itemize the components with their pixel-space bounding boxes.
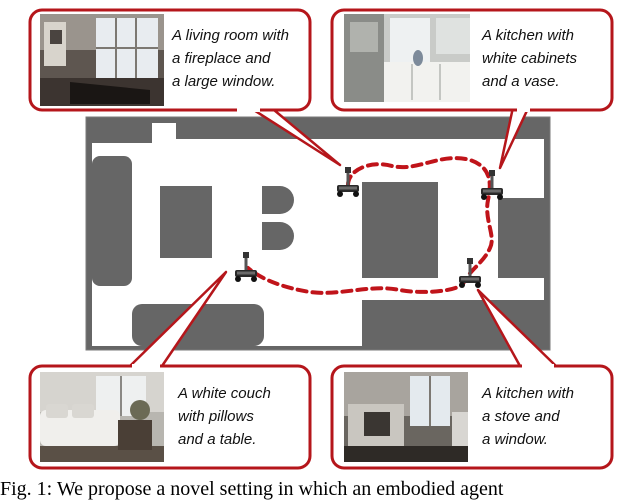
callout-kitchen-stove-line-2: a stove and [482,408,560,425]
robot-kitchen-vase-icon [481,170,503,200]
callout-living-room-line-1: A living room with [171,27,289,44]
callout-kitchen-vase-line-3: and a vase. [482,73,560,90]
living-room-photo [40,14,164,106]
callout-living-room-line-3: a large window. [172,73,275,90]
white-couch-photo [40,372,164,462]
callout-kitchen-vase: A kitchen with white cabinets and a vase. [330,8,614,112]
figure-caption: Fig. 1: We propose a novel setting in wh… [0,478,504,500]
callout-kitchen-vase-line-2: white cabinets [482,50,578,67]
callout-kitchen-vase-line-1: A kitchen with [481,27,574,44]
callout-white-couch-line-1: A white couch [177,385,271,402]
robot-living-room-icon [337,167,359,197]
callout-kitchen-stove: A kitchen with a stove and a window. [330,364,614,470]
callout-kitchen-stove-line-3: a window. [482,431,548,448]
callout-white-couch: A white couch with pillows and a table. [28,364,312,470]
callout-pointer-kitchen-vase [498,97,534,170]
callout-living-room-line-2: a fireplace and [172,50,271,67]
robot-white-couch-icon [235,252,257,282]
armchair-upper [262,186,294,214]
armchair-lower [262,222,294,250]
callout-living-room: A living room with a fireplace and a large… [28,8,312,112]
callout-pointer-white-couch [129,270,228,367]
kitchen-vase-photo [344,14,470,102]
sofa-block [160,186,212,258]
callout-white-couch-line-2: with pillows [178,408,254,425]
robot-kitchen-stove-icon [459,258,481,288]
kitchen-island [362,182,438,278]
callout-pointer-living-room [234,96,342,167]
callout-kitchen-stove-line-1: A kitchen with [481,385,574,402]
kitchen-stove-photo [344,372,468,462]
callout-white-couch-line-3: and a table. [178,431,256,448]
agent-path [246,156,494,295]
callout-pointer-kitchen-stove [476,288,557,367]
